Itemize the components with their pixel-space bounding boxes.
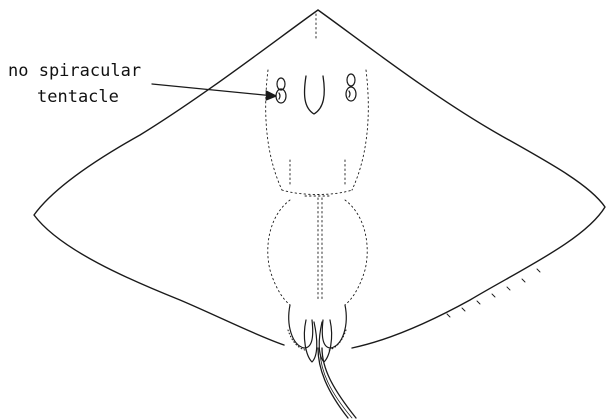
disc-margin-ticks — [447, 269, 540, 317]
pelvic-fins — [289, 305, 346, 362]
tail — [318, 348, 356, 418]
annotation-line-2: tentacle — [37, 87, 119, 107]
snout-u — [305, 76, 325, 114]
annotation-line-1: no spiracular — [8, 61, 141, 81]
right-eye — [346, 74, 356, 101]
trunk — [268, 198, 367, 305]
annotation-arrow — [152, 84, 276, 100]
left-eye — [276, 78, 286, 103]
head-region — [266, 14, 369, 196]
